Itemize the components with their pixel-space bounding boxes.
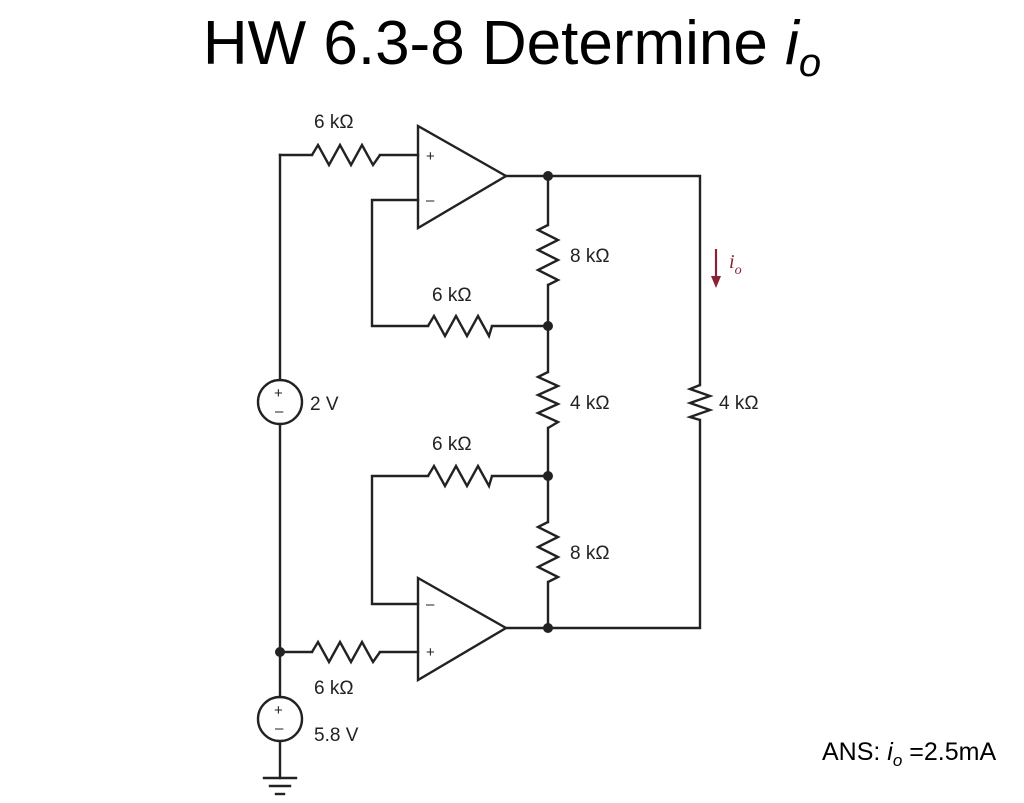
answer-variable: i (887, 738, 893, 766)
page-title: HW 6.3-8 Determine io (0, 4, 1024, 103)
title-variable: i (785, 9, 799, 78)
junction-bottom-output (543, 623, 553, 633)
label-r-top-input: 6 kΩ (314, 112, 354, 133)
junction-left-bottom (275, 647, 285, 657)
current-arrow-icon (711, 249, 721, 288)
wire-load-bottom (504, 418, 702, 630)
resistor-ladder-bottom (535, 520, 561, 584)
resistor-top-feedback (426, 313, 494, 340)
source-top-plus: + (274, 385, 283, 402)
voltage-source-top (256, 378, 304, 426)
resistor-top-input (310, 142, 381, 168)
source-bottom-plus: + (274, 702, 283, 719)
label-r-ladder-bottom: 8 kΩ (570, 543, 610, 564)
label-v-source-bottom: 5.8 V (314, 725, 359, 746)
title-text: HW 6.3-8 Determine (202, 9, 786, 78)
opamp-bottom-minus: – (426, 596, 435, 613)
answer-prefix: ANS: (822, 738, 888, 766)
opamp-top (416, 123, 509, 231)
junction-top-feedback (543, 321, 553, 331)
ground-symbol (262, 776, 298, 796)
wire-bottom-feedback (370, 474, 430, 606)
label-r-feedback-top: 6 kΩ (432, 285, 472, 306)
voltage-source-bottom (256, 695, 304, 743)
opamp-bottom-plus: + (426, 644, 435, 661)
resistor-load (686, 383, 714, 422)
opamp-top-minus: – (426, 192, 435, 209)
label-v-source-top: 2 V (310, 394, 339, 415)
source-bottom-minus: – (275, 720, 284, 737)
label-r-load: 4 kΩ (719, 393, 759, 414)
resistor-ladder-top (535, 223, 561, 287)
opamp-top-plus: + (426, 148, 435, 165)
label-r-feedback-bottom: 6 kΩ (432, 434, 472, 455)
current-label: io (729, 251, 742, 278)
title-subscript: o (798, 41, 822, 85)
answer-text: ANS: io =2.5mA (822, 738, 996, 771)
opamp-bottom (416, 575, 509, 683)
wire-top-feedback (370, 198, 430, 328)
wire-top-output (504, 174, 702, 387)
label-r-ladder-mid: 4 kΩ (570, 393, 610, 414)
answer-subscript: o (892, 751, 903, 770)
source-top-minus: – (275, 403, 284, 420)
junction-bottom-feedback (543, 471, 553, 481)
junction-top-output (543, 171, 553, 181)
resistor-bottom-feedback (426, 463, 494, 490)
resistor-bottom-input (310, 639, 381, 665)
label-r-bottom-input: 6 kΩ (314, 678, 354, 699)
label-r-ladder-top: 8 kΩ (570, 246, 610, 267)
resistor-ladder-mid (535, 370, 561, 430)
answer-value: =2.5mA (902, 738, 997, 766)
